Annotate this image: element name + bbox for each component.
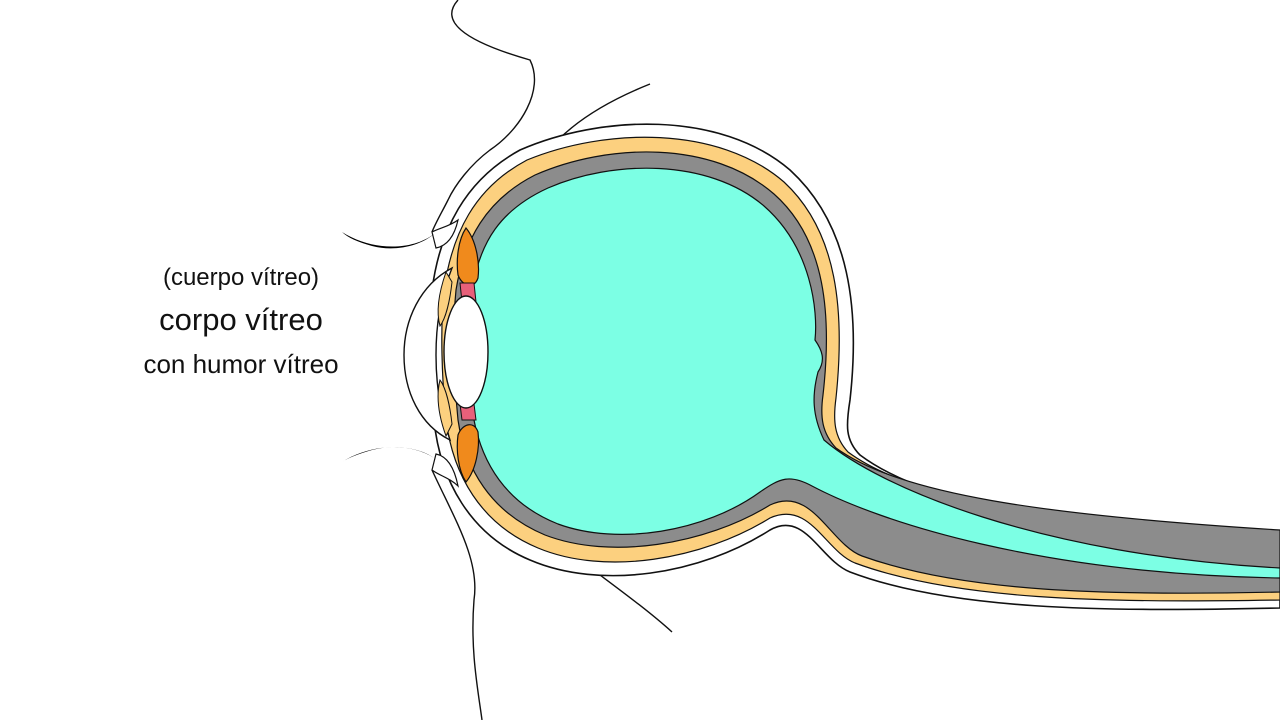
lower-eyelash (342, 447, 434, 462)
subterm-label: con humor vítreo (143, 349, 339, 379)
lower-eyelid (431, 453, 459, 488)
structure-label: (cuerpo vítreo) corpo vítreo con humor v… (110, 258, 372, 386)
cornea (403, 266, 454, 442)
lower-orbit-line (595, 571, 673, 633)
vitreous-body (469, 167, 1280, 579)
upper-eyelid (431, 218, 459, 249)
iris-lower (456, 424, 480, 484)
forehead-outline (431, 0, 536, 233)
translation-label: (cuerpo vítreo) (162, 264, 320, 291)
anterior-wedge-lower (437, 378, 453, 438)
anterior-wedge-upper (437, 270, 453, 328)
upper-orbit-line (557, 83, 651, 141)
upper-eyelash (342, 232, 434, 249)
lower-face-outline (431, 469, 483, 720)
term-label: corpo vítreo (159, 302, 323, 337)
lens (443, 295, 489, 409)
